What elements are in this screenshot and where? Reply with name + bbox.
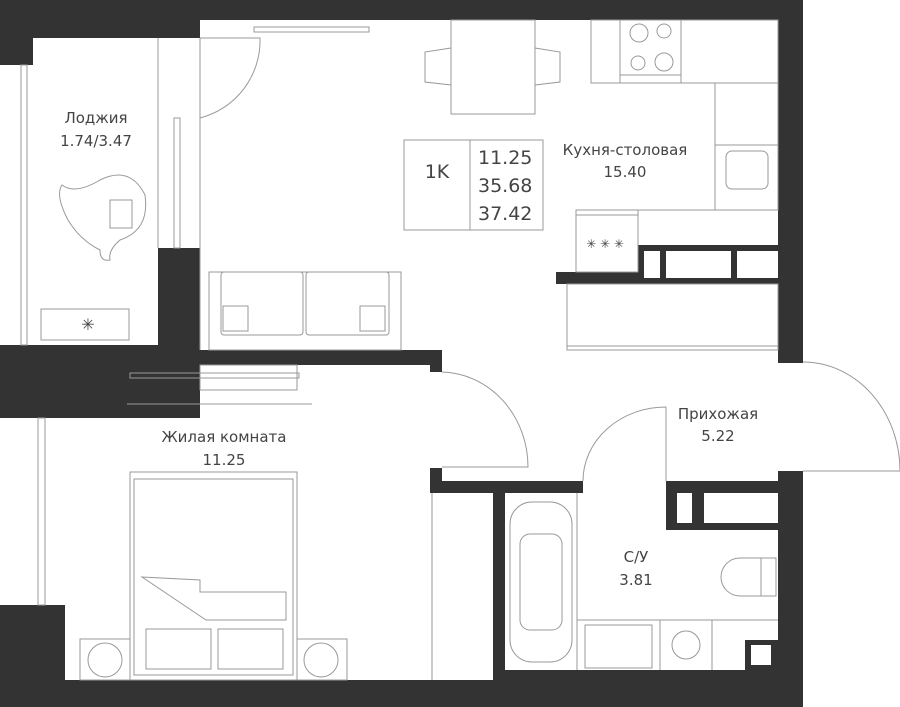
svg-text:✳ ✳ ✳: ✳ ✳ ✳	[586, 237, 624, 251]
living-area-total: 11.25	[478, 147, 532, 169]
bathroom-fixtures	[509, 493, 778, 670]
armchair-icon	[59, 174, 147, 261]
sink-icon	[725, 150, 769, 190]
loggia-name: Лоджия	[64, 109, 127, 127]
living-room-name: Жилая комната	[162, 428, 287, 446]
windows	[20, 38, 201, 606]
tv	[253, 26, 370, 33]
loggia-furniture: ✳	[40, 174, 147, 341]
kitchen-name: Кухня-столовая	[563, 141, 688, 159]
stove-icon	[619, 19, 682, 84]
loggia-area: 1.74/3.47	[60, 132, 132, 150]
bathroom-name: С/У	[624, 548, 649, 566]
kitchen-furniture: ✳ ✳ ✳	[253, 19, 779, 351]
doors	[199, 37, 900, 680]
walls	[0, 0, 803, 707]
svg-text:✳: ✳	[81, 315, 94, 334]
room-labels: Лоджия 1.74/3.47 Кухня-столовая 15.40 Жи…	[60, 109, 758, 589]
total-area: 37.42	[478, 203, 532, 225]
hallway-area: 5.22	[701, 427, 734, 445]
dining-table	[450, 19, 536, 115]
washing-machine-icon	[671, 630, 701, 660]
living-room-area: 11.25	[203, 451, 246, 469]
kitchen-area: 15.40	[604, 163, 647, 181]
hallway-name: Прихожая	[678, 405, 758, 423]
bedroom-furniture	[79, 364, 348, 681]
toilet-icon	[720, 557, 762, 597]
bathroom-area: 3.81	[619, 571, 652, 589]
bathtub-icon	[509, 501, 573, 663]
bed-icon	[129, 471, 298, 681]
plan-type: 1K	[425, 161, 450, 183]
total-area-without-loggia: 35.68	[478, 175, 532, 197]
sofa-icon	[208, 271, 402, 351]
apartment-info-box: 1K 11.25 35.68 37.42	[403, 139, 544, 231]
